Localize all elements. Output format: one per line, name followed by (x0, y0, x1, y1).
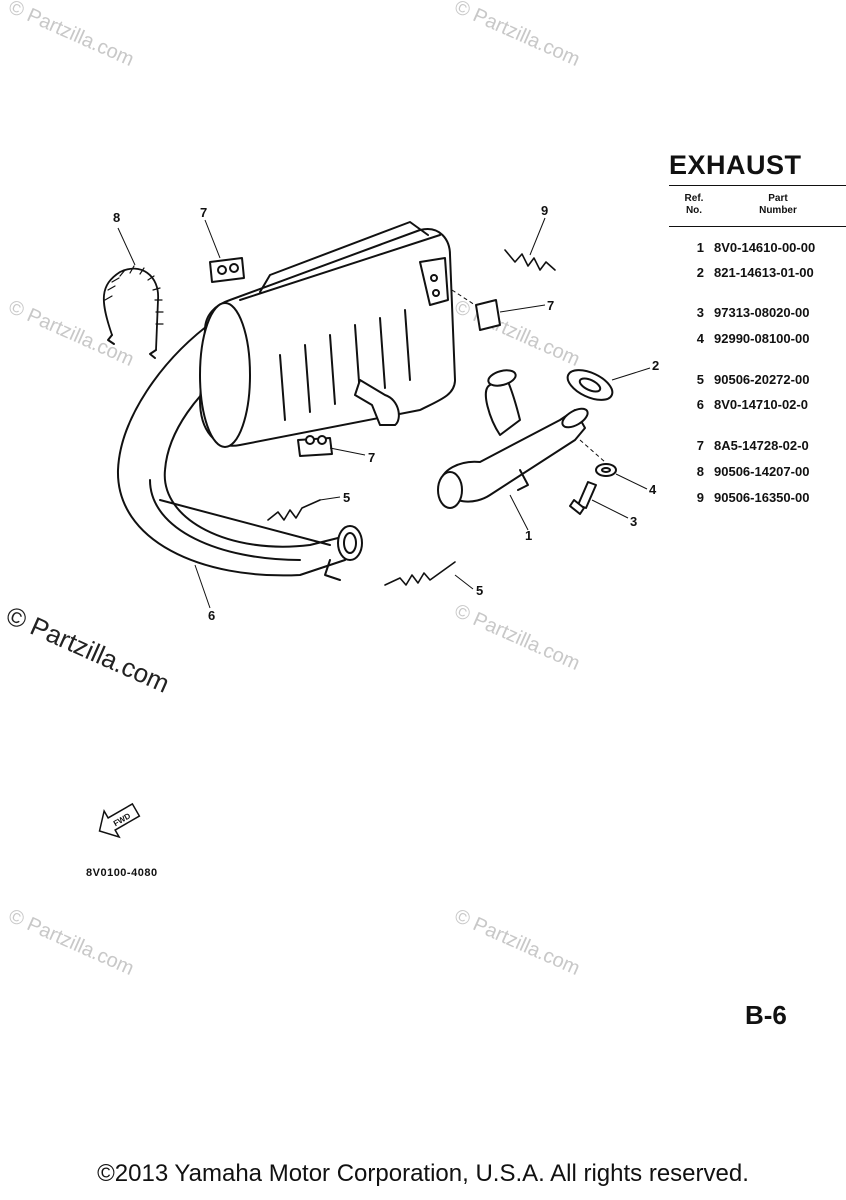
exhaust-pipe (116, 319, 351, 577)
exhaust-pipe-inner-line (159, 499, 331, 546)
muffler-end-cap (199, 302, 251, 448)
muffler-body (199, 228, 456, 447)
callout-label: 9 (541, 203, 548, 218)
spring-9 (504, 249, 556, 271)
callout-label: 7 (200, 205, 207, 220)
callout-label: 5 (476, 583, 483, 598)
table-rule (669, 226, 846, 227)
section-title: EXHAUST (669, 150, 802, 180)
exhaust-pipe-inner-line (149, 479, 301, 561)
callout-label: 2 (652, 358, 659, 373)
spring-5 (384, 561, 456, 586)
callout-label: 6 (208, 608, 215, 623)
table-rule (669, 185, 846, 186)
column-header-part: Part Number (759, 193, 797, 216)
spring-8 (102, 267, 159, 351)
fwd-arrow-icon: FWD (98, 802, 141, 839)
copyright-notice: ©2013 Yamaha Motor Corporation, U.S.A. A… (97, 1160, 749, 1187)
spring-5 (267, 499, 321, 521)
page-number: B-6 (745, 1000, 787, 1030)
diagram-code: 8V0100-4080 (86, 867, 158, 879)
callout-label: 5 (343, 490, 350, 505)
rubber-mount (475, 299, 501, 331)
callout-label: 7 (547, 298, 554, 313)
column-header-ref: Ref. No. (684, 193, 704, 216)
callout-label: 4 (649, 482, 657, 497)
callout-label: 3 (630, 514, 637, 529)
callout-label: 1 (525, 528, 532, 543)
muffler-outlet (354, 379, 400, 426)
callout-label: 8 (113, 210, 120, 225)
bolt-head (569, 499, 585, 515)
callout-label: 7 (368, 450, 375, 465)
